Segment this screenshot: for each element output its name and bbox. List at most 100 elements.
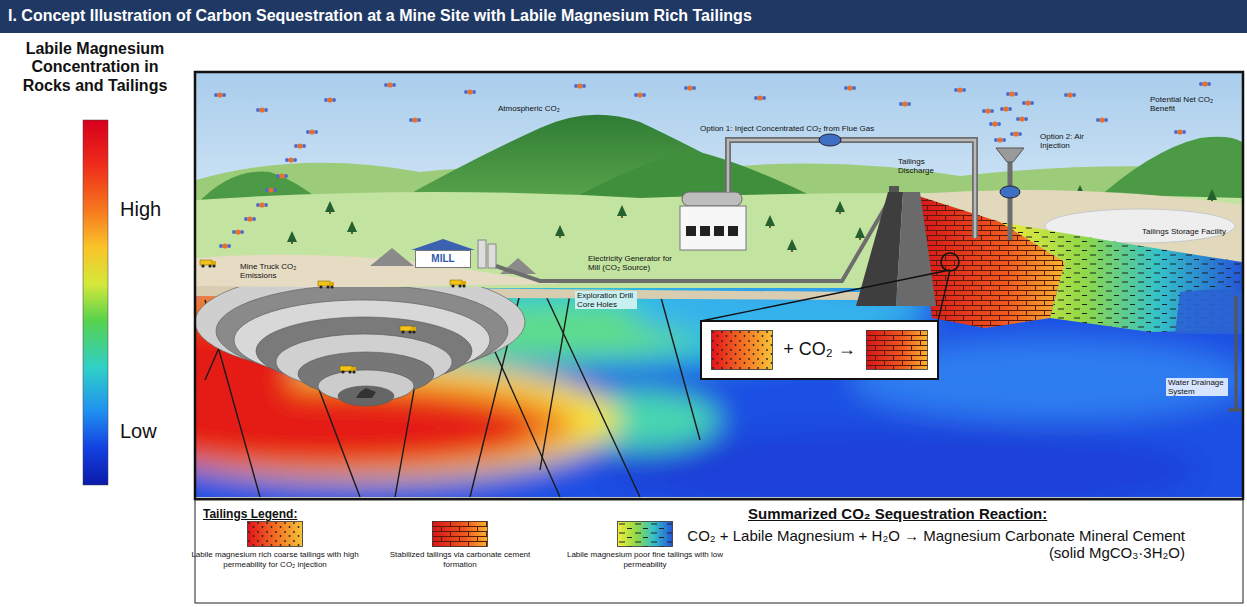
co2-molecule <box>214 92 226 97</box>
callout-label: Mine Truck CO₂ Emissions <box>238 262 304 283</box>
co2-molecule <box>1174 129 1186 134</box>
tree-icon <box>287 231 297 244</box>
mill-building <box>488 244 496 268</box>
mill-building: MILL <box>415 250 471 268</box>
tree-icon <box>617 205 627 218</box>
co2-pipe <box>728 140 975 238</box>
drill-hole <box>205 294 700 497</box>
haul-truck <box>450 280 466 288</box>
tailings-storage-facility <box>856 190 1242 334</box>
callout-label: Tailings Discharge <box>898 157 950 178</box>
drill-hole <box>660 294 700 440</box>
co2-molecule <box>1010 131 1022 136</box>
callout-label: Water Drainage System <box>1166 378 1228 396</box>
tailings-storage-facility <box>1175 289 1242 334</box>
mill-building <box>411 239 496 268</box>
co2-molecule <box>214 81 1211 248</box>
title-bar <box>0 0 1247 33</box>
callout-label: Electricity Generator for Mill (CO₂ Sour… <box>586 254 678 275</box>
co2-molecule <box>1096 117 1108 122</box>
callout-label: Water Drainage System <box>1166 378 1228 399</box>
legend-text: Labile magnesium rich coarse tailings wi… <box>190 550 360 569</box>
co2-molecule <box>1199 81 1211 86</box>
tailings-swatch <box>247 521 303 547</box>
co2-molecule <box>285 157 297 162</box>
co2-molecule <box>989 121 1001 126</box>
co2-molecule <box>1016 116 1028 121</box>
pipe-label: Option 1: Inject Concentrated CO₂ from F… <box>700 117 874 135</box>
tree-icon <box>325 201 335 214</box>
title-holder: I. Concept Illustration of Carbon Seques… <box>8 7 752 25</box>
co2-pipe <box>819 134 841 146</box>
co2-molecule <box>256 107 268 112</box>
reaction-heading: Summarized CO₂ Sequestration Reaction: <box>748 505 1047 522</box>
legend-title: Tailings Legend: <box>203 504 297 522</box>
zoom-line <box>701 270 950 321</box>
callout-label: Potential Net CO₂ Benefit <box>1150 95 1214 116</box>
tailings-pipe <box>496 194 893 281</box>
tailings-swatch <box>866 330 928 370</box>
co2-molecule <box>1022 100 1034 105</box>
co2-molecule <box>634 92 646 97</box>
legend-entry: Stabilized tailings via carbonate cement… <box>375 521 545 569</box>
tailings-pipe <box>496 186 899 281</box>
generator-building <box>680 206 746 250</box>
legend-text: Labile magnesium poor fine tailings with… <box>560 550 730 569</box>
tailings-storage-facility <box>918 196 1065 328</box>
co2-molecule <box>265 187 277 192</box>
open-pit <box>356 388 376 398</box>
legend-title: Tailings Legend: <box>203 508 297 522</box>
mill-building <box>411 239 475 250</box>
mill-building <box>478 240 486 268</box>
co2-molecule <box>954 87 966 92</box>
co2-molecule <box>324 97 336 102</box>
scale-title: Labile Magnesium Concentration in Rocks … <box>15 40 175 95</box>
co2-pipe <box>1000 186 1020 198</box>
co2-molecule <box>1000 106 1012 111</box>
drill-hole <box>540 294 570 470</box>
tailings-swatch <box>618 522 673 547</box>
callout-label: Potential Net CO₂ Benefit <box>1150 95 1214 113</box>
co2-molecule <box>256 202 268 207</box>
haul-truck <box>400 326 416 334</box>
reaction-heading: Summarized CO₂ Sequestration Reaction: <box>748 505 1047 523</box>
callout-label: Electricity Generator for Mill (CO₂ Sour… <box>586 254 678 272</box>
generator-building <box>682 192 742 206</box>
tailings-swatch <box>712 331 773 370</box>
co2-pipe <box>996 148 1024 162</box>
co2-molecule <box>982 108 994 113</box>
co2-molecule <box>306 129 318 134</box>
sky-label: Atmospheric CO₂ <box>498 97 560 115</box>
tree-icon <box>855 227 865 240</box>
pipe-label: Option 2: Air Injection <box>1040 132 1096 153</box>
reaction-equation: CO₂ + Labile Magnesium + H₂O → Magnesium… <box>665 527 1185 562</box>
tailings-swatch <box>712 331 773 370</box>
scale-label: High <box>120 198 161 221</box>
color-scale-bar <box>83 120 108 485</box>
tailings-swatch <box>248 522 303 547</box>
haul-truck <box>318 281 334 289</box>
pipe-label: Option 1: Inject Concentrated CO₂ from F… <box>700 124 874 133</box>
co2-molecule <box>574 83 586 88</box>
legend-entry: Labile magnesium poor fine tailings with… <box>560 521 730 569</box>
tree-icon <box>787 239 797 252</box>
generator-building <box>728 226 738 236</box>
co2-molecule <box>409 117 421 122</box>
tree-icon <box>555 225 565 238</box>
callout-label: Tailings Discharge <box>898 157 950 175</box>
title: I. Concept Illustration of Carbon Seques… <box>8 7 752 25</box>
zoom-line <box>938 270 950 321</box>
tree-icon <box>1207 189 1217 202</box>
haul-truck <box>340 366 356 374</box>
co2-molecule <box>1006 91 1018 96</box>
tailings-storage-facility <box>918 196 1065 328</box>
tree-icon <box>347 221 357 234</box>
drainage-pipe <box>1235 296 1238 410</box>
callout-label: Mine Truck CO₂ Emissions <box>238 262 304 280</box>
open-pit <box>338 386 394 406</box>
tailings-swatch <box>248 522 303 547</box>
drainage-pipe <box>1228 296 1242 410</box>
tailings-swatch <box>711 330 773 370</box>
tailings-storage-facility <box>896 192 936 306</box>
